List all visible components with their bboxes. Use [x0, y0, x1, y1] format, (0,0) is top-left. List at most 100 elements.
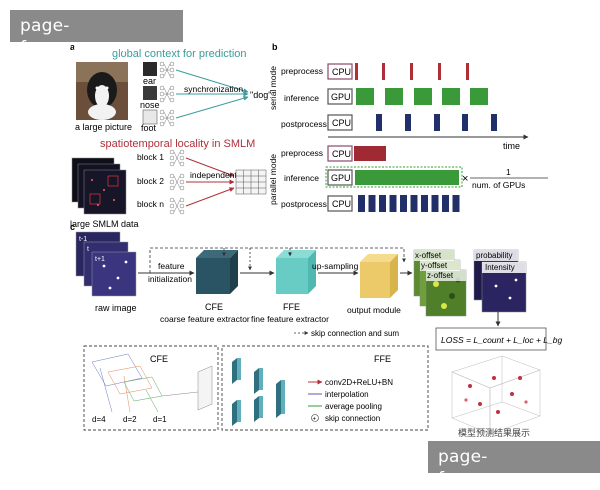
serial-postprocess-block-3 [462, 114, 468, 131]
output-module-label: output module [347, 305, 401, 315]
x-offset-bg [414, 250, 454, 261]
block2-label: block 2 [137, 176, 164, 186]
raw-image-label: raw image [95, 303, 137, 313]
synchronization-label: synchronization [184, 84, 243, 94]
network-icon-blockn [169, 197, 185, 215]
ffe-detail-title: FFE [374, 354, 391, 364]
parallel-inference-bar [355, 170, 459, 185]
intensity-label: Intensity [485, 263, 515, 272]
ffe-block-0 [232, 358, 241, 384]
parallel-postprocess-block-2 [379, 195, 386, 212]
serial-inference-block-3 [442, 88, 460, 105]
panel-a-label: a [70, 42, 76, 52]
serial-inference-block-1 [385, 88, 403, 105]
arrow-blockn [185, 187, 235, 207]
z-offset-label: z-offset [427, 271, 454, 280]
ffe-block-1 [254, 368, 263, 394]
parallel-postprocess-block-8 [442, 195, 449, 212]
garbled-caption: 模型预测结果展示 [458, 427, 530, 438]
serial-mode-label: serial mode [268, 66, 278, 110]
serial-preprocess-tick-4 [466, 63, 469, 80]
skip-legend-label: skip connection and sum [311, 329, 399, 338]
serial-inference-block-0 [356, 88, 374, 105]
parallel-cpu-label-1: CPU [332, 149, 351, 159]
ffe-block-3 [276, 392, 285, 418]
cfe-output-plane [197, 365, 213, 411]
dog-output-label: "dog" [250, 90, 271, 100]
parallel-postprocess-block-4 [400, 195, 407, 212]
independent-label: independent [190, 170, 237, 180]
y-offset-bg [420, 260, 460, 271]
serial-inference-block-4 [470, 88, 488, 105]
smlm-stack-icon [71, 157, 127, 215]
parallel-postprocess-block-3 [389, 195, 397, 212]
d2-label: d=2 [123, 415, 137, 424]
ffe-block-5 [232, 400, 241, 426]
z-offset-bg [426, 270, 466, 281]
serial-preprocess-tick-3 [438, 63, 441, 80]
serial-gpu-label: GPU [331, 92, 351, 102]
foot-label: foot [141, 123, 157, 133]
times-sign: × [462, 173, 468, 185]
large-picture-label: a large picture [75, 122, 132, 132]
loss-box [435, 327, 547, 351]
block1-label: block 1 [137, 152, 164, 162]
t-label: t [87, 246, 89, 253]
probability-bg [474, 250, 518, 261]
network-icon-bot [159, 109, 175, 127]
ffe-blocks-icon [232, 358, 285, 426]
parallel-postprocess-label: postprocess [281, 199, 327, 209]
arrow-ear-dog [175, 69, 249, 94]
ffe-full-label: fine feature extractor [251, 314, 329, 324]
t-plus-label: t+1 [95, 256, 105, 263]
dog-picture-icon [76, 62, 128, 120]
cfe-cube-icon [196, 250, 238, 294]
legend-skip-plus: + [313, 417, 317, 423]
legend-pool-label: average pooling [325, 402, 382, 411]
parallel-inference-label: inference [284, 173, 319, 183]
network-icon-mid [159, 85, 175, 103]
feature-init-line2: initialization [148, 274, 192, 284]
parallel-postprocess-bars [358, 195, 460, 212]
serial-preprocess-label: preprocess [281, 66, 323, 76]
panel-c: c t-1 t t+1 raw image feature initializa… [70, 222, 562, 438]
arrow-block1 [185, 157, 235, 177]
serial-cpu-box-1 [327, 63, 353, 80]
legend-conv-label: conv2D+ReLU+BN [325, 378, 393, 387]
cfe-detail-box [83, 345, 219, 431]
panel-a: a global context for prediction a large … [70, 42, 271, 229]
serial-postprocess-block-4 [491, 114, 497, 131]
serial-postprocess-block-1 [405, 114, 411, 131]
spatiotemporal-title: spatiotemporal locality in SMLM [100, 138, 255, 150]
ffe-label: FFE [283, 302, 300, 312]
scatter-3d-points [464, 376, 528, 414]
up-sampling-label: up-sampling [312, 261, 359, 271]
serial-cpu-label-2: CPU [332, 118, 351, 128]
network-icon-block2 [169, 173, 185, 191]
watermark-bottom: page-fnscore.com [428, 441, 600, 489]
time-label: time [503, 141, 520, 151]
nose-label: nose [140, 100, 160, 110]
parallel-cpu-label-2: CPU [332, 199, 351, 209]
serial-preprocess-tick-0 [355, 63, 358, 80]
parallel-mode-label: parallel mode [268, 154, 278, 205]
parallel-preprocess-label: preprocess [281, 148, 323, 158]
fraction-numerator: 1 [506, 167, 511, 177]
ffe-block-4 [254, 396, 263, 422]
serial-bars [355, 63, 497, 131]
parallel-gpu-label: GPU [331, 173, 351, 183]
serial-gpu-box [327, 88, 353, 105]
y-offset-label: y-offset [421, 261, 448, 270]
t-minus-label: t-1 [79, 236, 87, 243]
parallel-gpu-dashed-frame [325, 166, 463, 188]
probability-label: probability [476, 251, 512, 260]
large-smlm-label: large SMLM data [70, 219, 139, 229]
cfe-detail-title: CFE [150, 354, 168, 364]
serial-preprocess-tick-1 [382, 63, 385, 80]
fraction-denominator: num. of GPUs [472, 180, 525, 190]
ffe-detail-box [221, 345, 429, 431]
skip-connection-path [149, 247, 406, 273]
legend-interp-label: interpolation [325, 390, 369, 399]
network-icon-top [159, 61, 175, 79]
serial-preprocess-tick-2 [410, 63, 413, 80]
